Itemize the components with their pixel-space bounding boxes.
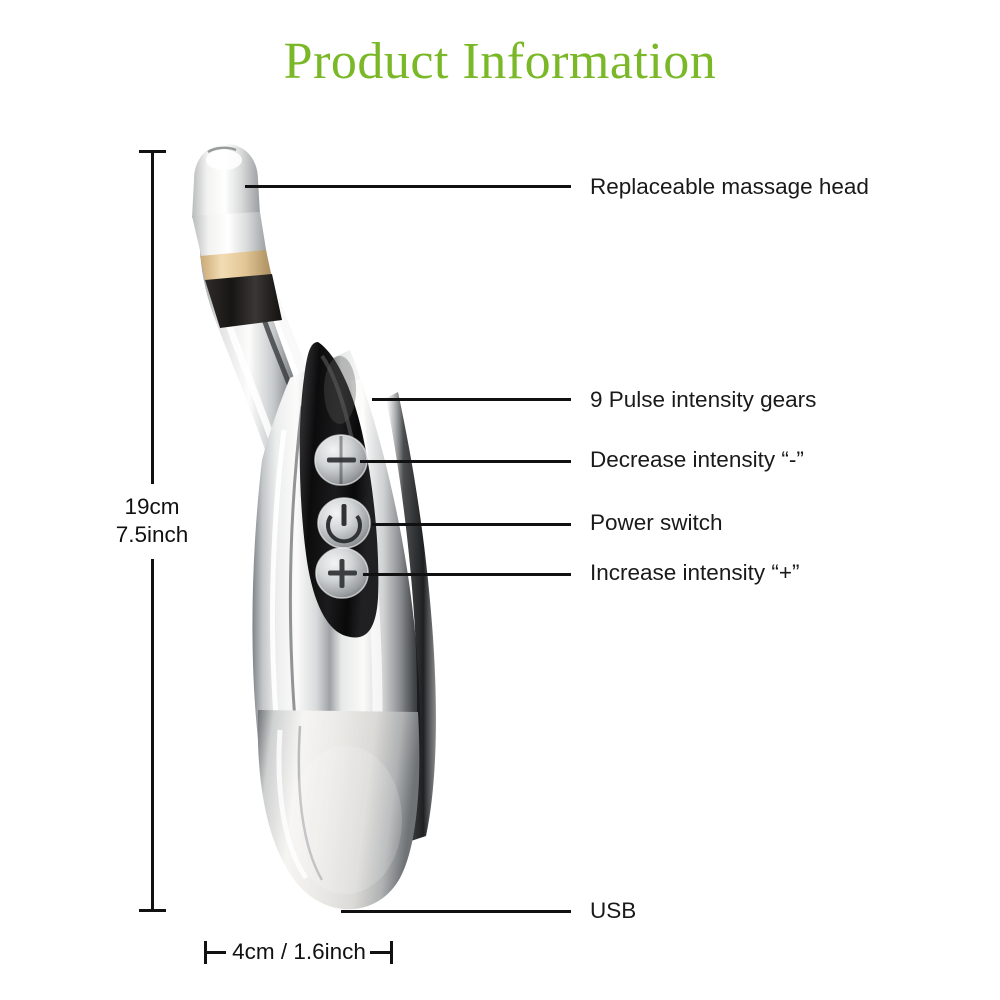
leader-line-usb [341, 910, 571, 913]
replaceable-massage-head-part [192, 144, 282, 328]
callout-decrease-intensity: Decrease intensity “-” [590, 447, 804, 472]
callout-increase-intensity: Increase intensity “+” [590, 560, 800, 585]
callout-pulse-intensity-gears: 9 Pulse intensity gears [590, 387, 817, 412]
leader-line-pulse-gears [372, 398, 571, 401]
callout-power-switch: Power switch [590, 510, 723, 535]
leader-line-massage-head [245, 185, 571, 188]
decrease-button[interactable] [314, 434, 368, 486]
power-button[interactable] [317, 497, 371, 549]
gold-ring [200, 250, 272, 284]
dimension-horizontal-line-left [204, 951, 226, 954]
dimension-vertical-line-upper [151, 150, 154, 484]
black-collar [205, 274, 282, 328]
dimension-horizontal-line-right [370, 951, 393, 954]
dimension-width-label: 4cm / 1.6inch [232, 939, 366, 964]
page-title: Product Information [283, 33, 717, 90]
increase-button[interactable] [315, 547, 369, 599]
dimension-height-cm: 19cm [124, 494, 180, 519]
callout-usb: USB [590, 898, 637, 923]
leader-line-increase [363, 573, 571, 576]
leader-line-decrease [360, 460, 571, 463]
dimension-vertical-line-lower [151, 559, 154, 912]
dimension-bottom-cap [139, 909, 166, 912]
dimension-height-inch: 7.5inch [115, 522, 189, 547]
product-bottom [257, 710, 420, 910]
product-illustration [150, 130, 470, 930]
leader-line-power [372, 523, 571, 526]
dimension-right-cap [390, 941, 393, 964]
callout-replaceable-massage-head: Replaceable massage head [590, 174, 869, 199]
